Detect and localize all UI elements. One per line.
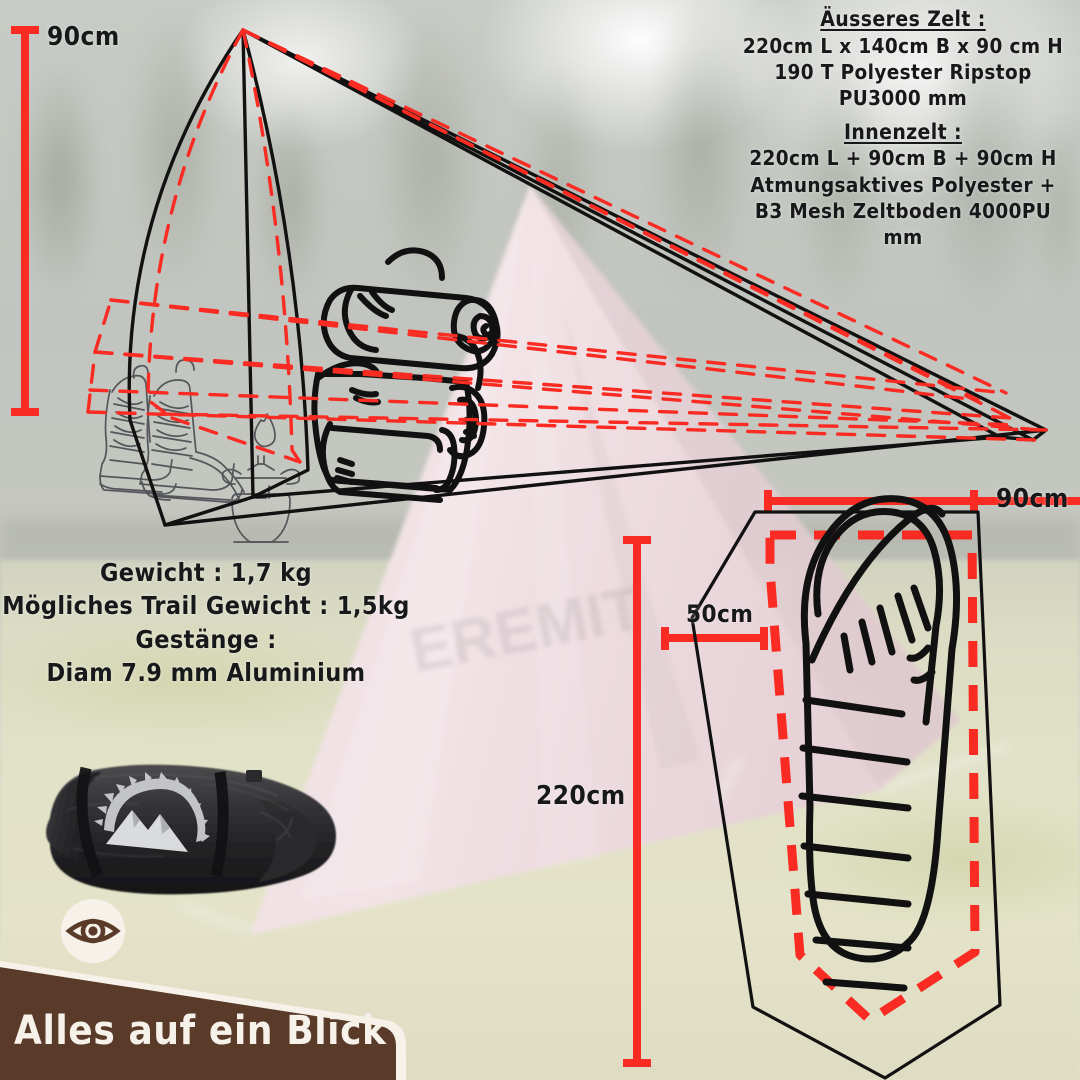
weight-line-3: Gestänge : bbox=[135, 624, 277, 654]
weight-line-2: Mögliches Trail Gewicht : 1,5kg bbox=[2, 591, 410, 621]
dimension-inner-50cm bbox=[661, 627, 768, 650]
inner-tent-line-3: B3 Mesh Zeltboden 4000PU mm bbox=[754, 198, 1052, 250]
outer-tent-line-1: 220cm L x 140cm B x 90 cm H bbox=[742, 33, 1064, 58]
dimension-label-length: 220cm bbox=[536, 781, 626, 811]
dimension-label-height: 90cm bbox=[47, 22, 120, 52]
dimension-width-90cm bbox=[764, 490, 1080, 513]
outer-tent-line-2: 190 T Polyester Ripstop PU3000 mm bbox=[774, 60, 1032, 111]
banner-shape bbox=[0, 961, 406, 1080]
dimension-label-inner-width: 50cm bbox=[686, 600, 754, 628]
inner-tent-outline bbox=[86, 28, 1048, 464]
dimension-label-width: 90cm bbox=[996, 484, 1069, 514]
inner-tent-line-2: Atmungsaktives Polyester + bbox=[750, 172, 1056, 197]
weight-line-4: Diam 7.9 mm Aluminium bbox=[46, 657, 366, 687]
outer-tent-outline bbox=[127, 28, 1048, 527]
banner-fill bbox=[0, 967, 396, 1080]
inner-tent-line-1: 220cm L + 90cm B + 90cm H bbox=[749, 146, 1057, 171]
dimension-length-220cm bbox=[623, 536, 651, 1067]
stuff-sack-photo bbox=[46, 764, 336, 895]
brand-logo bbox=[94, 772, 210, 852]
inner-tent-heading: Innenzelt : bbox=[843, 119, 963, 144]
outer-tent-heading: Äusseres Zelt : bbox=[820, 7, 986, 31]
eye-icon bbox=[61, 899, 125, 963]
dimension-height-90cm bbox=[11, 26, 39, 416]
floorplan-outer-outline bbox=[690, 510, 1002, 1080]
compression-straps bbox=[76, 766, 262, 879]
weight-line-1: Gewicht : 1,7 kg bbox=[99, 558, 313, 587]
sleeping-bag-icon bbox=[798, 495, 961, 992]
specifications-block: Äusseres Zelt : 220cm L x 140cm B x 90 c… bbox=[738, 6, 1068, 250]
floorplan-inner-outline bbox=[765, 530, 980, 1025]
weight-block: Gewicht : 1,7 kg Mögliches Trail Gewicht… bbox=[0, 556, 412, 689]
banner-label: Alles auf ein Blick bbox=[14, 1008, 387, 1054]
